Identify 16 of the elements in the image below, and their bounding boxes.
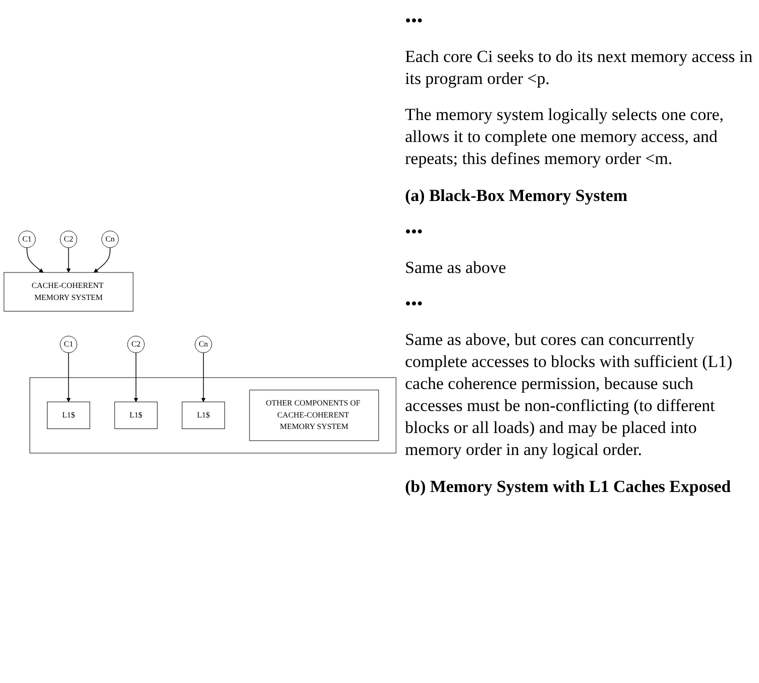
arrow (134, 352, 138, 402)
note-text: The memory system logically selects one core, allows it to complete one memory access, and repeats; this defines memory order <m. (405, 104, 725, 170)
note-text: Same as above (405, 256, 508, 279)
arrow (26, 246, 44, 272)
arrow (94, 246, 110, 272)
ellipsis-dots: ••• (405, 292, 424, 315)
figure-caption: (b) Memory System with L1 Caches Exposed (405, 476, 732, 498)
note-text: Each core Ci seeks to do its next memory access in its program order <p. (405, 46, 754, 90)
note-text: Same as above, but cores can concurrently complete accesses to blocks with sufficient (L1) cache coherence permission, because such accesses must be non-conflicting (to different blocks or all loads) and may be placed into memory order in any logical order. (405, 328, 734, 462)
cluster (30, 376, 396, 453)
arrow (66, 246, 71, 272)
figure-caption: (a) Black-Box Memory System (405, 184, 628, 207)
arrow (66, 352, 71, 402)
ellipsis-dots: ••• (405, 10, 424, 32)
arrow (201, 352, 206, 402)
ellipsis-dots: ••• (405, 220, 424, 243)
